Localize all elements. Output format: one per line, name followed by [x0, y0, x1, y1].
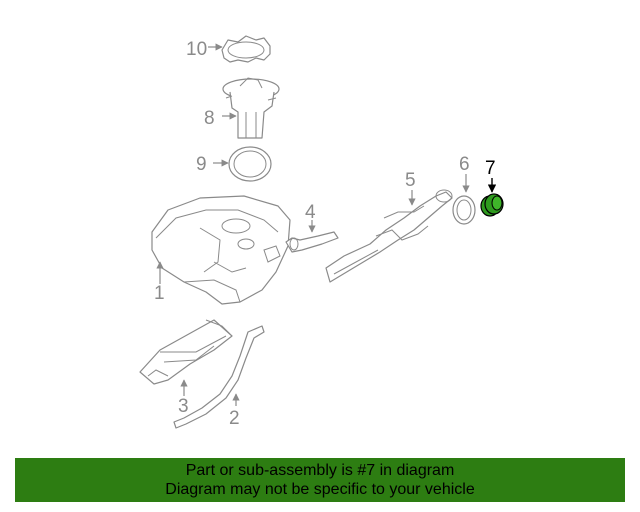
callout-7: 7 — [485, 158, 496, 179]
callout-2: 2 — [229, 408, 240, 429]
part-8-fuel-pump[interactable] — [222, 77, 280, 139]
banner-line-2: Diagram may not be specific to your vehi… — [165, 481, 475, 498]
part-5-filler-pipe[interactable] — [325, 189, 453, 283]
callout-5: 5 — [405, 170, 416, 191]
part-4-hose[interactable] — [285, 231, 339, 253]
part-10-lock-ring[interactable] — [221, 35, 271, 63]
callout-8: 8 — [204, 108, 215, 129]
callout-4: 4 — [305, 202, 316, 223]
part-1-fuel-tank[interactable] — [151, 195, 291, 305]
info-banner: Part or sub-assembly is #7 in diagram Di… — [15, 458, 625, 502]
part-2-tank-strap[interactable] — [173, 325, 265, 429]
part-6-seal[interactable] — [452, 195, 476, 225]
callout-6: 6 — [459, 154, 470, 175]
banner-line-1: Part or sub-assembly is #7 in diagram — [185, 462, 455, 479]
parts-diagram: 10 8 9 1 4 — [139, 35, 504, 429]
part-7-fuel-cap[interactable] — [480, 193, 504, 217]
part-3-protector[interactable] — [139, 319, 233, 385]
callout-9: 9 — [196, 154, 207, 175]
callout-3: 3 — [178, 396, 189, 417]
callout-1: 1 — [154, 283, 165, 304]
part-9-gasket[interactable] — [228, 146, 272, 182]
callout-10: 10 — [186, 39, 207, 60]
